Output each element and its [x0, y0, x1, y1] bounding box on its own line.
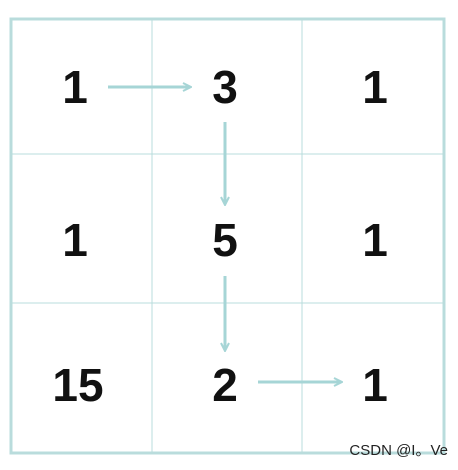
cell-r1-c0: 1: [62, 214, 88, 266]
cell-r0-c2: 1: [362, 61, 388, 113]
cell-r1-c1: 5: [212, 214, 238, 266]
cell-r0-c0: 1: [62, 61, 88, 113]
cell-r0-c1: 3: [212, 61, 238, 113]
cell-r2-c2: 1: [362, 359, 388, 411]
cell-r2-c0: 15: [52, 359, 103, 411]
csdn-watermark: CSDN @I。Ve: [349, 442, 448, 459]
grid-border: [9, 17, 446, 455]
cell-r2-c1: 2: [212, 359, 238, 411]
cell-r1-c2: 1: [362, 214, 388, 266]
